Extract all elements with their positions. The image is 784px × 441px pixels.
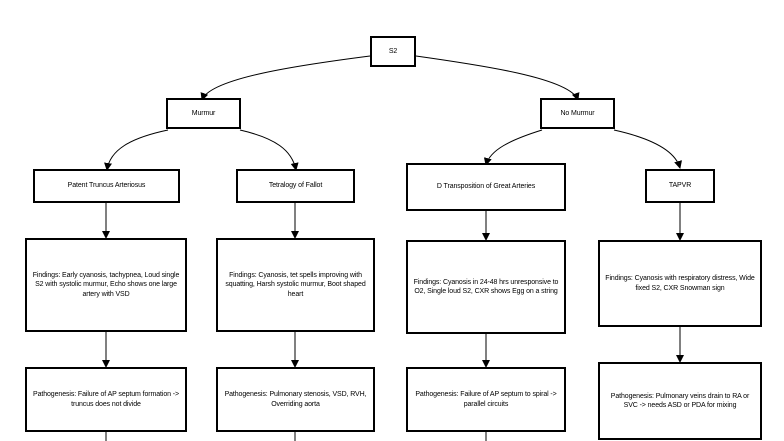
node-patent-truncus-label: Patent Truncus Arteriosus: [67, 182, 146, 190]
tapvr-pathogenesis-text: Pathogenesis: Pulmonary veins drain to R…: [610, 392, 750, 409]
node-truncus-findings: Findings: Early cyanosis, tachypnea, Lou…: [25, 238, 187, 332]
edge-no-murmur-tapvr: [613, 129, 682, 169]
node-tetralogy: Tetralogy of Fallot: [236, 169, 355, 203]
node-tapvr: TAPVR: [645, 169, 715, 203]
tapvr-findings-text: Findings: Cyanosis with respiratory dist…: [605, 275, 755, 292]
node-tapvr-pathogenesis: Pathogenesis: Pulmonary veins drain to R…: [598, 362, 762, 440]
node-tetralogy-pathogenesis: Pathogenesis: Pulmonary stenosis, VSD, R…: [216, 367, 375, 432]
tetralogy-findings-text: Findings: Cyanosis, tet spells improving…: [225, 272, 366, 298]
node-no-murmur: No Murmur: [540, 98, 615, 129]
node-no-murmur-label: No Murmur: [560, 109, 595, 117]
edge-murmur-truncus: [104, 129, 169, 171]
node-murmur: Murmur: [166, 98, 241, 129]
node-tapvr-label: TAPVR: [668, 182, 692, 190]
node-patent-truncus: Patent Truncus Arteriosus: [33, 169, 180, 203]
edge-s2-murmur: [200, 55, 371, 101]
edge-s2-no-murmur: [415, 55, 580, 101]
node-transposition-pathogenesis: Pathogenesis: Failure of AP septum to sp…: [406, 367, 566, 432]
node-murmur-label: Murmur: [191, 109, 216, 117]
node-tetralogy-label: Tetralogy of Fallot: [268, 182, 323, 190]
transposition-pathogenesis-text: Pathogenesis: Failure of AP septum to sp…: [415, 391, 557, 408]
node-s2-label: S2: [388, 47, 398, 55]
transposition-findings-text: Findings: Cyanosis in 24-48 hrs unrespon…: [413, 278, 559, 295]
node-d-transposition-label: D Transposition of Great Arteries: [436, 183, 536, 191]
truncus-pathogenesis-text: Pathogenesis: Failure of AP septum forma…: [33, 391, 179, 408]
node-tapvr-findings: Findings: Cyanosis with respiratory dist…: [598, 240, 762, 327]
tetralogy-pathogenesis-text: Pathogenesis: Pulmonary stenosis, VSD, R…: [224, 391, 367, 408]
node-tetralogy-findings: Findings: Cyanosis, tet spells improving…: [216, 238, 375, 332]
node-transposition-findings: Findings: Cyanosis in 24-48 hrs unrespon…: [406, 240, 566, 334]
node-d-transposition: D Transposition of Great Arteries: [406, 163, 566, 211]
edge-no-murmur-transposition: [483, 129, 543, 166]
node-truncus-pathogenesis: Pathogenesis: Failure of AP septum forma…: [25, 367, 187, 432]
edge-murmur-tetralogy: [239, 129, 299, 171]
truncus-findings-text: Findings: Early cyanosis, tachypnea, Lou…: [32, 272, 180, 298]
node-s2: S2: [370, 36, 416, 67]
